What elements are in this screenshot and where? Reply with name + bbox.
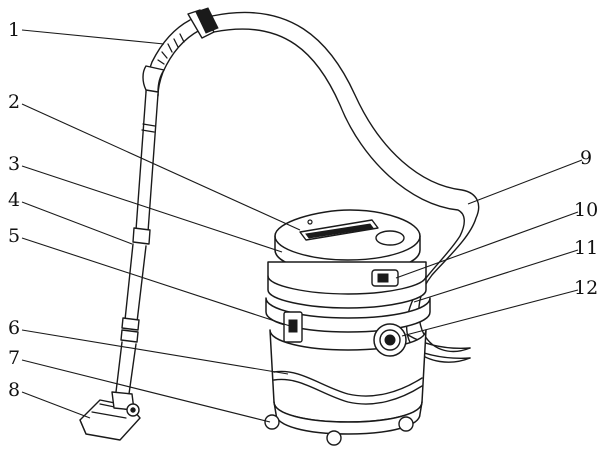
leader-lines xyxy=(21,29,583,423)
callout-7: 7 xyxy=(8,347,20,369)
callout-2: 2 xyxy=(8,91,20,113)
callout-6: 6 xyxy=(8,317,20,339)
callout-8: 8 xyxy=(8,379,20,401)
callout-12: 12 xyxy=(574,277,598,299)
callout-3: 3 xyxy=(8,153,20,175)
callout-11: 11 xyxy=(574,237,598,259)
callout-1: 1 xyxy=(8,19,20,41)
callout-10: 10 xyxy=(574,199,598,221)
callout-numbers: 1 2 3 4 5 6 7 8 9 10 11 12 xyxy=(8,19,598,401)
callout-5: 5 xyxy=(8,225,20,247)
callout-4: 4 xyxy=(8,189,20,211)
vacuum-body xyxy=(264,209,431,446)
extension-wand xyxy=(115,91,159,395)
callout-9: 9 xyxy=(580,147,592,169)
floor-nozzle xyxy=(79,391,141,441)
